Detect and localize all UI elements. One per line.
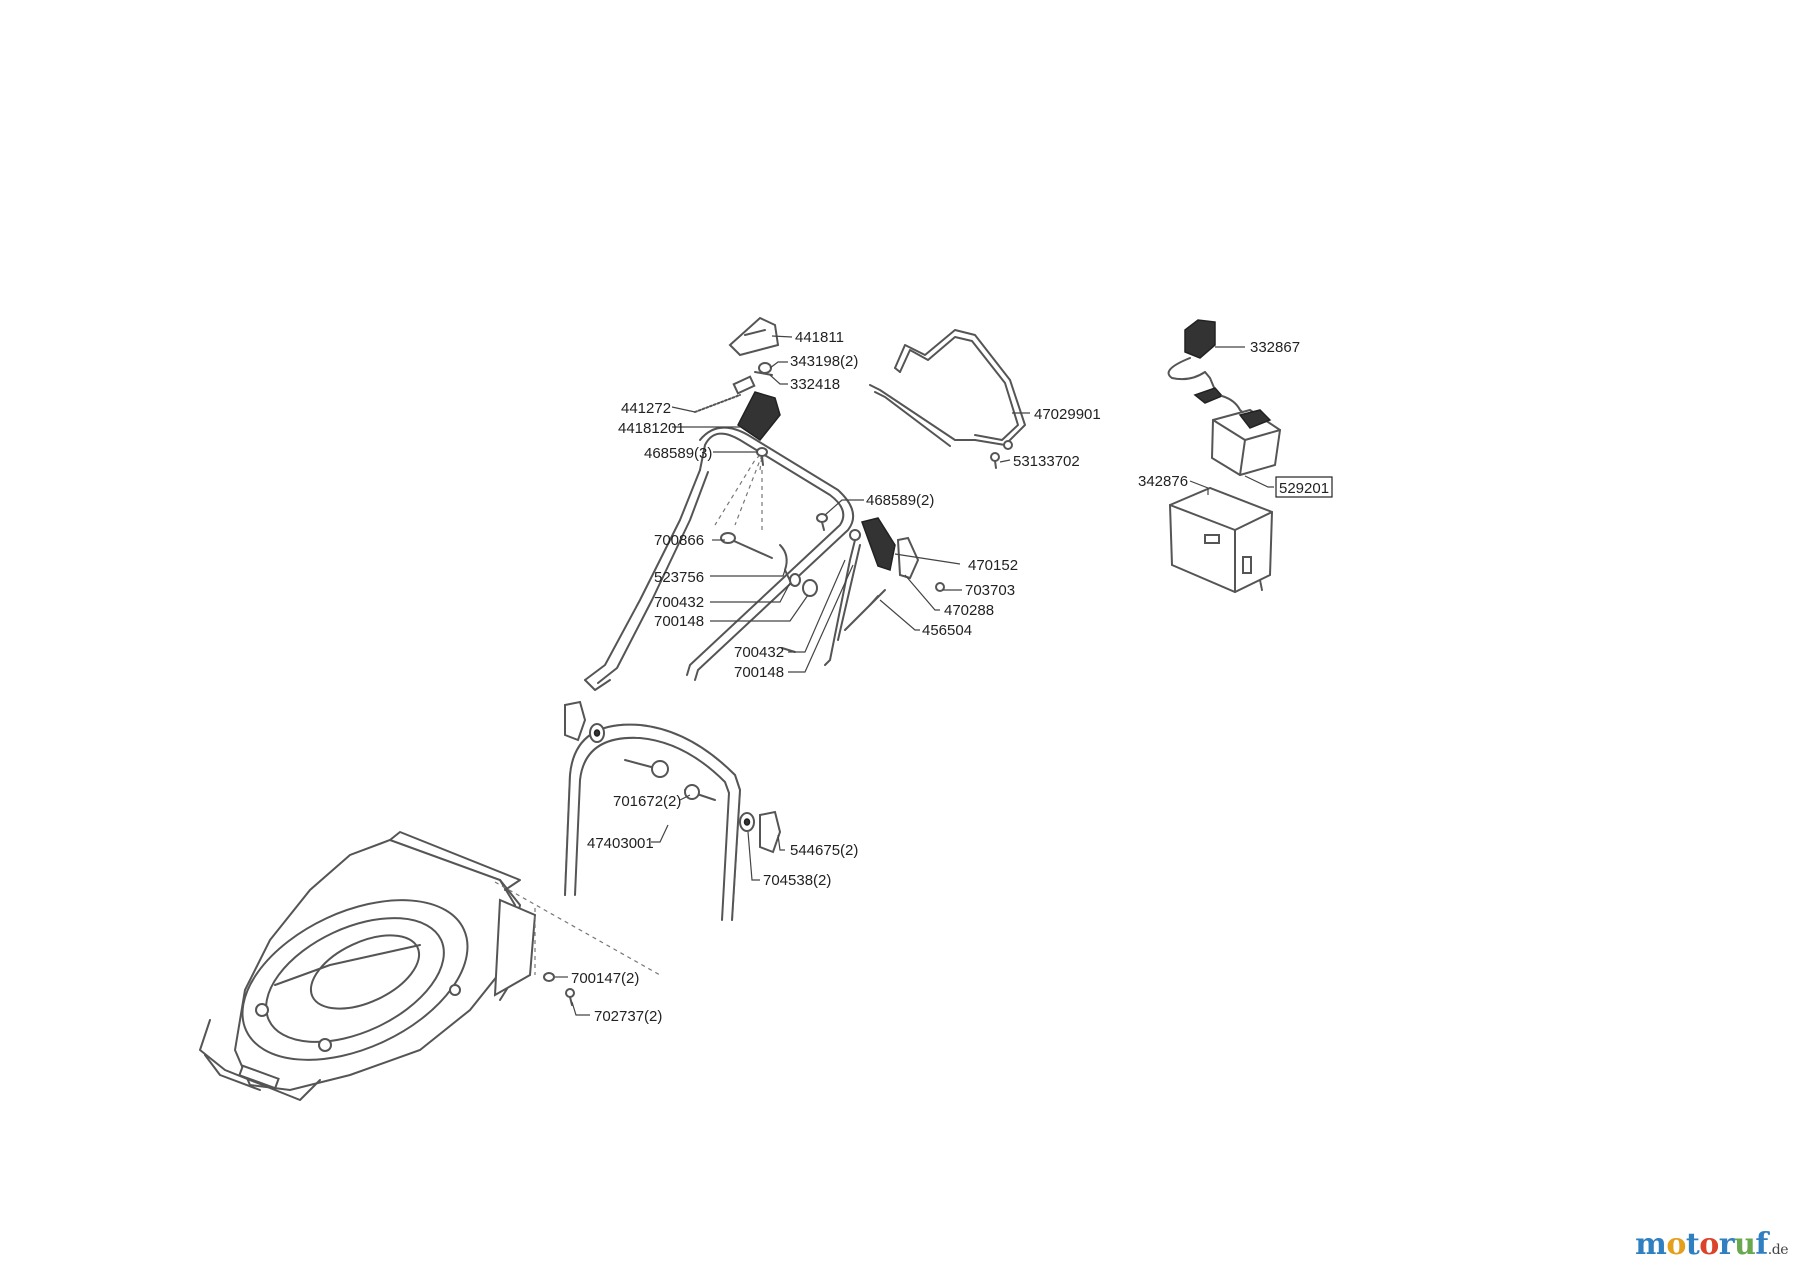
watermark-letter: r — [1718, 1227, 1735, 1262]
label-700148-b: 700148 — [734, 664, 784, 681]
label-700147: 700147(2) — [571, 970, 639, 987]
watermark-letter: u — [1734, 1227, 1756, 1262]
label-529201: 529201 — [1279, 480, 1329, 497]
watermark-letters: motoruf — [1635, 1227, 1768, 1262]
label-703703: 703703 — [965, 582, 1015, 599]
clip-523756 — [779, 544, 793, 586]
label-47029901: 47029901 — [1034, 406, 1101, 423]
label-441811: 441811 — [795, 329, 844, 346]
knob-544675-lower — [739, 810, 782, 854]
switch-box — [824, 517, 920, 666]
watermark-letter: t — [1685, 1227, 1700, 1262]
label-441272: 441272 — [621, 400, 671, 417]
part-labels: 441811 343198(2) 332418 441272 44181201 … — [571, 329, 1333, 1025]
knob-544675-upper — [564, 700, 605, 743]
watermark-letter: o — [1666, 1227, 1686, 1262]
label-704538: 704538(2) — [763, 872, 831, 889]
watermark-tld: .de — [1767, 1242, 1789, 1258]
watermark-letter: m — [1635, 1227, 1667, 1262]
label-701672: 701672(2) — [613, 793, 681, 810]
label-544675: 544675(2) — [790, 842, 858, 859]
screw-53133702 — [990, 452, 1000, 469]
label-332867: 332867 — [1250, 339, 1300, 356]
battery-box-342876 — [1168, 486, 1274, 594]
label-700432-b: 700432 — [734, 644, 784, 661]
label-470152: 470152 — [968, 557, 1018, 574]
battery-529201 — [1210, 395, 1282, 477]
washer-700432 — [789, 573, 801, 587]
label-342876: 342876 — [1138, 473, 1188, 490]
bail-47029901 — [869, 329, 1026, 450]
bolt-701672 — [624, 759, 716, 801]
leader-lines — [555, 335, 1274, 1016]
watermark-logo: motoruf.de — [1635, 1227, 1788, 1262]
label-468589-2: 468589(2) — [866, 492, 934, 509]
label-700432-a: 700432 — [654, 594, 704, 611]
label-44181201: 44181201 — [618, 420, 685, 437]
label-700866: 700866 — [654, 532, 704, 549]
label-468589-3: 468589(3) — [644, 445, 712, 462]
label-47403001: 47403001 — [587, 835, 654, 852]
spring-441272 — [694, 375, 756, 413]
watermark-letter: f — [1755, 1227, 1768, 1262]
mower-deck — [199, 831, 537, 1101]
label-470288: 470288 — [944, 602, 994, 619]
upper-handle — [584, 426, 855, 691]
watermark-letter: o — [1699, 1227, 1719, 1262]
bolt-700866 — [720, 532, 773, 559]
label-702737: 702737(2) — [594, 1008, 662, 1025]
screw-703703 — [935, 582, 945, 592]
label-343198: 343198(2) — [790, 353, 858, 370]
charger-332867 — [1167, 319, 1224, 404]
lower-handle — [564, 723, 742, 921]
label-456504: 456504 — [922, 622, 972, 639]
screw-702737 — [543, 972, 575, 1006]
label-523756: 523756 — [654, 569, 704, 586]
control-cover-441811 — [728, 316, 780, 357]
control-base-44181201 — [737, 391, 781, 442]
label-700148-a: 700148 — [654, 613, 704, 630]
label-332418: 332418 — [790, 376, 840, 393]
nut-700148 — [802, 579, 818, 597]
switch-343198 — [754, 362, 773, 376]
label-53133702: 53133702 — [1013, 453, 1080, 470]
label-box-529201 — [1275, 476, 1333, 498]
